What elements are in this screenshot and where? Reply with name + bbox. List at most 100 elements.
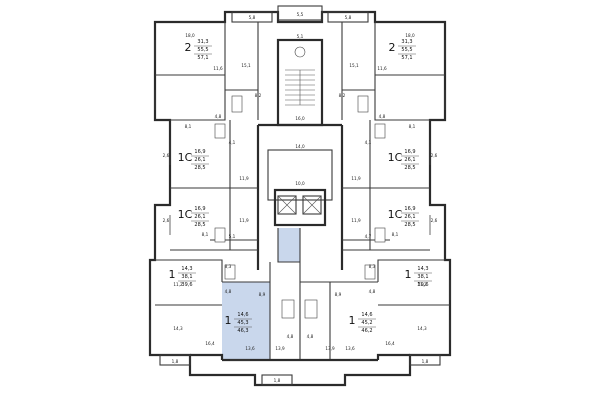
area-total: 26,1 [404,214,415,220]
room-area: 4,8 [379,114,386,119]
apartment-type: 2 [389,41,396,54]
stair-well-icon [294,46,306,58]
area-living: 14,3 [417,266,428,272]
room-area: 15,1 [241,63,251,68]
label-top-balcony-left: 5,8 [249,15,256,20]
area-total: 55,5 [197,47,208,53]
room-area: 16,4 [205,341,215,346]
partition-mid-left [170,120,258,251]
area-living: 31,3 [401,39,412,45]
area-with-balcony: 28,5 [404,165,415,171]
area-total: 45,2 [361,320,372,326]
room-area: 4,7 [365,234,372,239]
bath-fixture [214,227,226,243]
bath-fixture [364,264,376,280]
apartment-type: 2 [185,41,192,54]
area-total: 38,1 [417,274,428,280]
room-area: 16,4 [385,341,395,346]
bath-fixture [374,123,386,139]
area-with-balcony: 28,5 [194,165,205,171]
label-bottom-center-left: 13,9 [275,346,285,351]
room-area: 4,8 [369,289,376,294]
area-total: 55,5 [401,47,412,53]
lift-shaft [273,188,327,227]
apartment-type: 1 [349,314,356,327]
lift-cross-right [302,195,322,215]
partition-low [155,228,450,360]
bath-fixture [374,227,386,243]
area-living: 16,9 [404,149,415,155]
area-with-balcony: 28,5 [194,222,205,228]
balcony-top-left [231,11,273,23]
room-area: 8,1 [392,232,399,237]
area-with-balcony: 46,3 [237,328,248,334]
area-living: 14,6 [237,312,248,318]
room-area: 8,2 [255,93,262,98]
room-area: 5,1 [229,234,236,239]
bath-fixture [281,299,295,319]
room-area: 4,1 [229,140,236,145]
room-area: 2,6 [163,153,170,158]
area-with-balcony: 46,2 [361,328,372,334]
windows [149,21,451,361]
balcony-bottom-right [409,354,441,366]
room-area: 8,9 [335,292,342,297]
bath-fixture [304,299,318,319]
room-area: 8,9 [259,292,266,297]
room-area: 4,8 [225,289,232,294]
room-area: 11,6 [377,66,387,71]
room-area: 4,1 [365,140,372,145]
room-area: 2,6 [163,218,170,223]
room-area: 4,8 [287,334,294,339]
room-area: 8,3 [369,264,376,269]
apartment-type: 1 [225,314,232,327]
label-bottom-balcony-center: 1,8 [274,378,281,383]
lobby [267,149,333,201]
room-area: 8,1 [409,124,416,129]
bath-fixture [357,95,369,113]
room-area: 13,6 [245,346,255,351]
room-area: 18,0 [405,33,415,38]
balcony-top-center [277,5,323,21]
area-living: 16,9 [404,206,415,212]
apartment-type: 1 [405,268,412,281]
label-bottom-balcony-left: 1,8 [172,359,179,364]
room-area: 14,3 [173,326,183,331]
room-area: 2,6 [431,218,438,223]
partition-mid-right [342,120,430,251]
room-area: 11,9 [351,176,361,181]
area-with-balcony: 39,6 [181,282,192,288]
room-area: 11,2 [173,282,183,287]
bath-fixture [224,264,236,280]
corridor-walls [256,123,344,270]
room-area: 4,8 [215,114,222,119]
label-corridor-top: 16,0 [295,116,305,121]
label-lift: 10,0 [295,181,305,186]
room-area: 8,1 [185,124,192,129]
room-area: 8,1 [202,232,209,237]
area-living: 14,6 [361,312,372,318]
lift-cabin-right [302,195,322,215]
area-total: 26,1 [404,157,415,163]
area-with-balcony: 57,1 [197,55,208,61]
area-with-balcony: 28,5 [404,222,415,228]
room-area: 11,2 [417,282,427,287]
room-area: 8,3 [225,264,232,269]
bath-fixture [214,123,226,139]
balcony-top-right [327,11,369,23]
area-living: 14,3 [181,266,192,272]
area-living: 31,3 [197,39,208,45]
partition-top [155,22,445,121]
balcony-bottom-center [261,374,293,386]
apartment-type: 1С [178,151,193,164]
lift-cross-left [277,195,297,215]
room-area: 11,6 [213,66,223,71]
label-bottom-center-right: 13,9 [325,346,335,351]
room-area: 15,1 [349,63,359,68]
room-area: 13,6 [345,346,355,351]
lift-cabin-left [277,195,297,215]
room-area: 11,9 [351,218,361,223]
